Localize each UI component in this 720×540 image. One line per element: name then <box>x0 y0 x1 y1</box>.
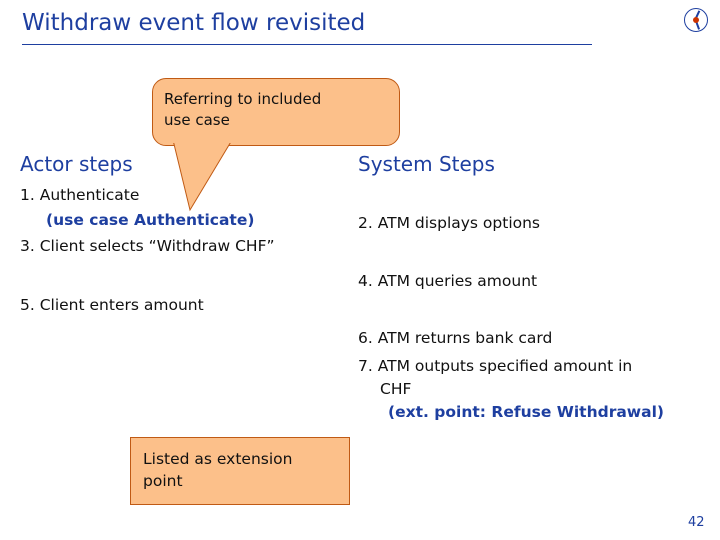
system-step-7-line-2: CHF <box>380 380 412 398</box>
page-title: Withdraw event flow revisited <box>22 10 366 36</box>
callout-bottom-line-2: point <box>143 472 183 490</box>
callout-top-text: Referring to included use case <box>164 89 390 131</box>
page-number: 42 <box>688 515 705 530</box>
system-step-7-extension-point: (ext. point: Refuse Withdrawal) <box>388 403 664 421</box>
system-steps-heading: System Steps <box>358 152 495 176</box>
callout-bottom-line-1: Listed as extension <box>143 450 293 468</box>
system-step-4: 4. ATM queries amount <box>358 272 538 290</box>
system-step-2: 2. ATM displays options <box>358 214 541 232</box>
circle-clock-logo-icon <box>684 8 710 34</box>
actor-step-5: 5. Client enters amount <box>20 296 204 314</box>
callout-top-line-1: Referring to included <box>164 90 322 108</box>
callout-referring-to-included-use-case: Referring to included use case <box>152 78 400 146</box>
callout-bottom-text: Listed as extension point <box>143 448 341 492</box>
callout-top-line-2: use case <box>164 111 230 129</box>
logo-center-dot <box>693 17 699 23</box>
system-step-7-line-1: 7. ATM outputs specified amount in <box>358 357 633 375</box>
actor-step-1-use-case-ref: (use case Authenticate) <box>46 211 255 229</box>
actor-steps-heading: Actor steps <box>20 152 133 176</box>
logo-ring <box>684 8 708 32</box>
actor-step-3: 3. Client selects “Withdraw CHF” <box>20 237 275 255</box>
actor-step-1: 1. Authenticate <box>20 186 140 204</box>
system-step-6: 6. ATM returns bank card <box>358 329 553 347</box>
callout-top-tail <box>172 140 234 212</box>
callout-listed-as-extension-point: Listed as extension point <box>130 437 350 505</box>
system-step-7: 7. ATM outputs specified amount in CHF <box>358 355 710 401</box>
title-divider <box>22 44 592 45</box>
